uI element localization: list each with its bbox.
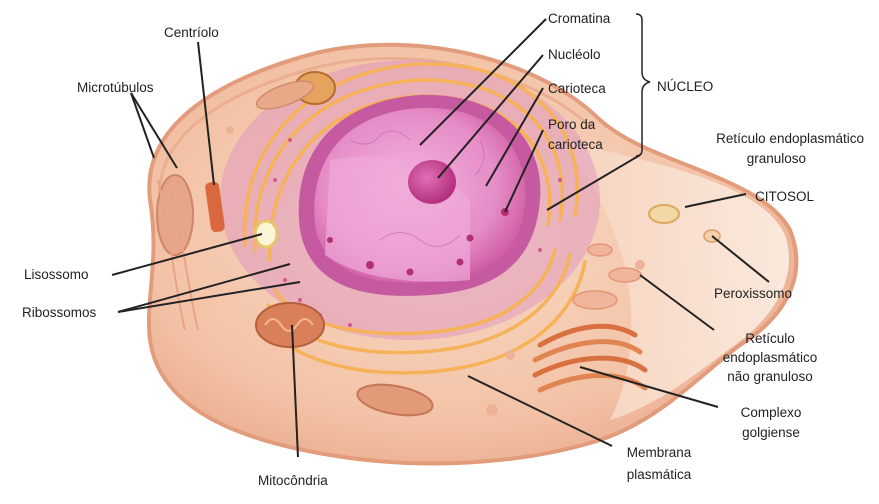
label-membrana-line2: plasmática — [604, 466, 714, 483]
label-rel-line2: endoplasmático — [700, 349, 840, 366]
label-centriolo: Centríolo — [164, 24, 219, 41]
label-reg-line1: Retículo endoplasmático — [630, 130, 864, 147]
peroxisome — [649, 205, 679, 223]
label-mitocondria: Mitocôndria — [258, 472, 328, 489]
label-poro-line2: carioteca — [548, 136, 603, 153]
label-rel-line1: Retículo — [700, 330, 840, 347]
label-ribossomos: Ribossomos — [22, 304, 96, 321]
label-cromatina: Cromatina — [548, 10, 610, 27]
label-rel-line3: não granuloso — [700, 368, 840, 385]
label-reg-line2: granuloso — [630, 150, 806, 167]
label-microtubulos: Microtúbulos — [77, 79, 154, 96]
label-lisossomo: Lisossomo — [24, 266, 89, 283]
label-nucleolo: Nucléolo — [548, 46, 601, 63]
label-golgi-line1: Complexo — [716, 404, 826, 421]
label-poro-line1: Poro da — [548, 116, 595, 133]
label-carioteca: Carioteca — [548, 80, 606, 97]
label-membrana-line1: Membrana — [604, 444, 714, 461]
label-citosol: CITOSOL — [755, 188, 814, 205]
label-golgi-line2: golgiense — [716, 424, 826, 441]
label-nucleo: NÚCLEO — [657, 78, 713, 95]
label-peroxissomo: Peroxissomo — [714, 285, 792, 302]
